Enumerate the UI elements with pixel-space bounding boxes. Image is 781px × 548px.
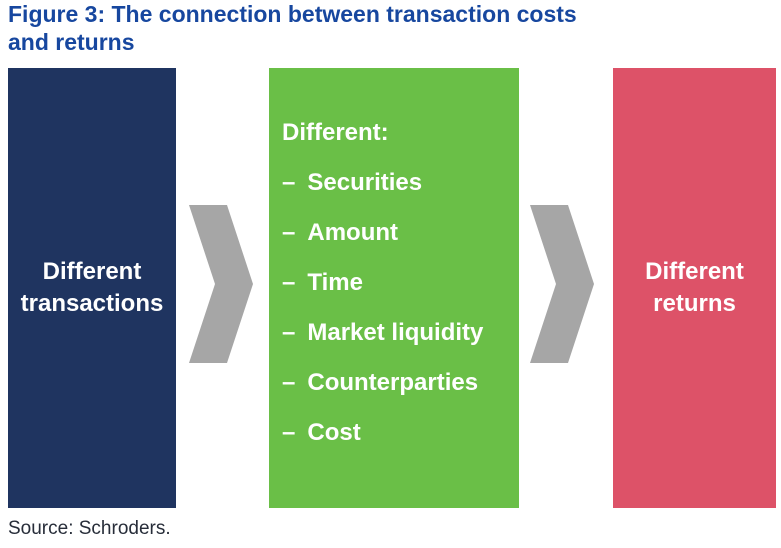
list-item: –Amount [282,220,511,246]
bullet-dash: – [282,319,296,346]
list-item: –Cost [282,420,511,446]
factors-box: Different: –Securities –Amount –Time –Ma… [269,68,519,508]
bullet-dash: – [282,369,296,396]
figure-title: Figure 3: The connection between transac… [8,0,748,56]
list-item: –Securities [282,170,511,196]
list-item-label: Counterparties [307,369,479,396]
source-note: Source: Schroders. [8,518,171,539]
list-item-label: Market liquidity [307,319,484,346]
factors-heading: Different: [282,119,389,146]
transactions-box: Different transactions [8,68,176,508]
returns-box: Different returns [613,68,776,508]
list-item: –Market liquidity [282,320,511,346]
list-item-label: Cost [307,419,361,446]
list-item-label: Amount [307,219,399,246]
factor-list: Different: –Securities –Amount –Time –Ma… [269,68,519,446]
list-item: –Time [282,270,511,296]
list-item-label: Time [307,269,363,296]
returns-label: Different returns [645,258,744,317]
list-item-label: Securities [307,169,423,196]
figure-title-line1: Figure 3: The connection between transac… [8,1,577,27]
bullet-dash: – [282,269,296,296]
bullet-dash: – [282,419,296,446]
chevron-right-icon [186,205,253,363]
figure-title-line2: and returns [8,29,135,55]
bullet-dash: – [282,219,296,246]
list-item: –Counterparties [282,370,511,396]
transactions-label: Different transactions [20,258,164,317]
bullet-dash: – [282,169,296,196]
chevron-right-icon [527,205,594,363]
